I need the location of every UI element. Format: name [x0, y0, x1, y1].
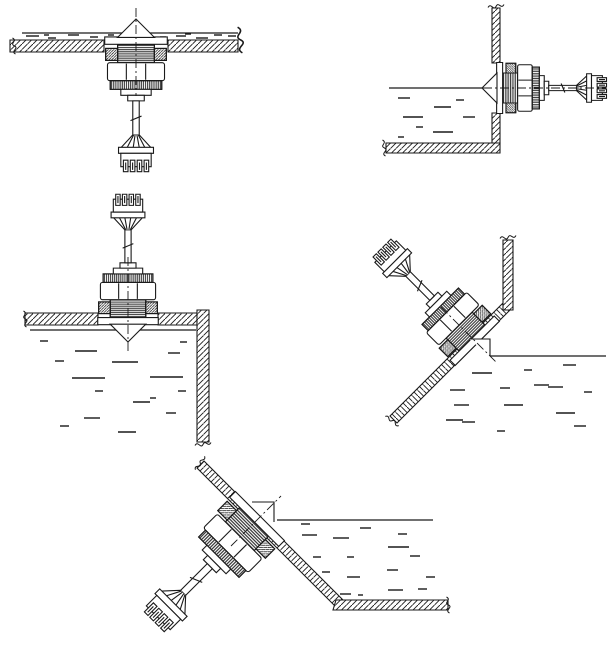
tank-wall-hatch [385, 142, 501, 154]
break-mark [499, 235, 517, 240]
tank-wall-hatch [157, 312, 198, 326]
sensor-prism-tip [252, 501, 275, 522]
tank-wall-hatch [196, 309, 210, 443]
diagram-scene [9, 4, 607, 647]
axis-centerline [230, 495, 282, 547]
sensor-prism-tip [469, 338, 491, 356]
tank-wall-hatch [24, 312, 99, 326]
break-mark [194, 442, 212, 447]
liquid-dashes [301, 523, 435, 596]
tank-side-mount-horizontal [382, 4, 607, 157]
sensor-prism-tip [108, 323, 148, 343]
liquid-dashes [398, 97, 475, 138]
level-sensor-assembly [129, 490, 286, 647]
axis-centerline [440, 306, 498, 364]
tank-bottom-mount-pointing-up [9, 8, 245, 173]
sensor-prism-fill [252, 502, 274, 522]
liquid-dashes [40, 340, 187, 433]
tank-wall-hatch [9, 39, 105, 53]
liquid-dashes [26, 33, 236, 39]
sensor-prism-fill [469, 339, 490, 356]
tank-wall-hatch [491, 7, 501, 64]
tank-wall-hatch [491, 112, 501, 144]
sloped-wall-mount-pointing-up [129, 455, 451, 647]
tank-top-mount-pointing-down [23, 193, 212, 447]
liquid-dashes [446, 364, 592, 432]
tank-wall-hatch [167, 39, 239, 53]
tank-wall-hatch [332, 599, 449, 611]
level-sensor-assembly [104, 36, 168, 173]
sloped-wall-mount-pointing-down [359, 225, 606, 432]
tank-wall-hatch [502, 239, 514, 311]
